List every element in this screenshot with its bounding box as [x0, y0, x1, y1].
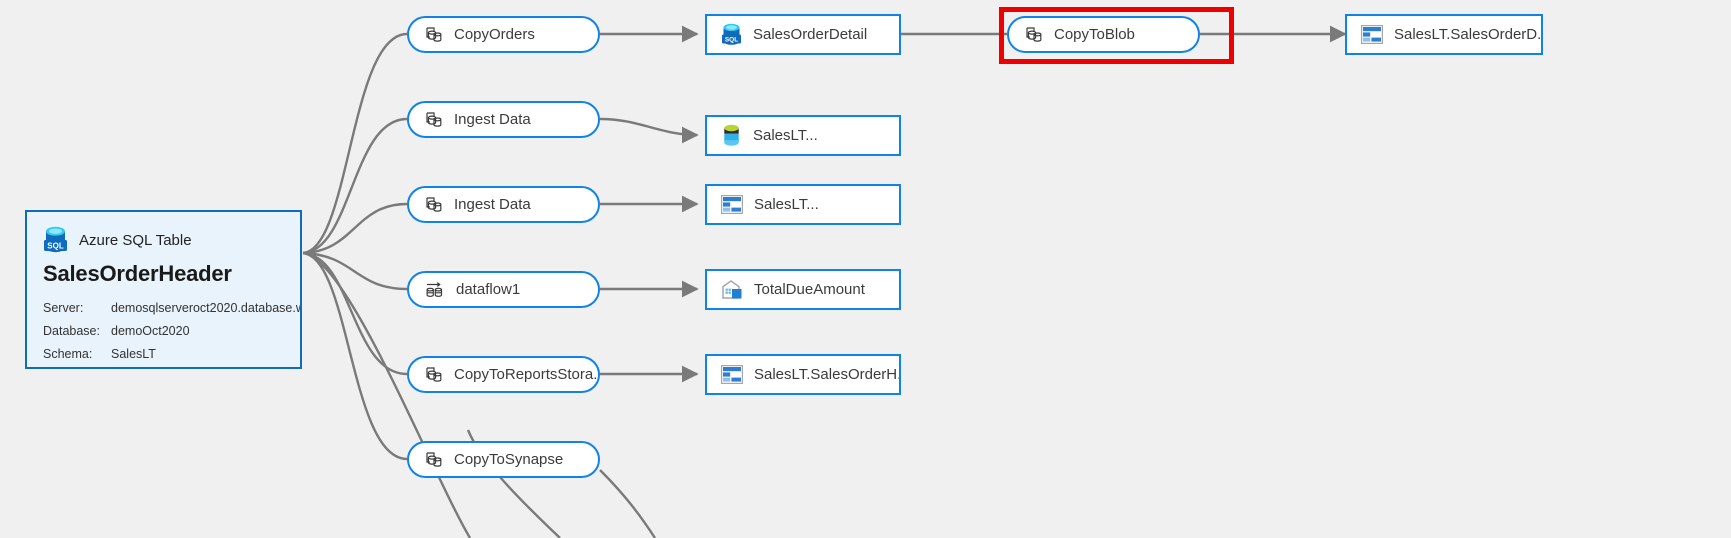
edge-source-dataflow1 — [302, 251, 408, 291]
dataset-node-saleslt-parquet[interactable]: SalesLT... — [705, 115, 901, 156]
copy-activity-icon — [424, 25, 444, 45]
edge-source-copytosynapse — [302, 251, 408, 461]
activity-label: Ingest Data — [454, 111, 531, 128]
activity-node-copytoreportsstorage[interactable]: CopyToReportsStora... — [407, 356, 600, 393]
svg-text:SQL: SQL — [47, 241, 64, 250]
activity-label: CopyToBlob — [1054, 26, 1135, 43]
activity-node-ingestdata1[interactable]: Ingest Data — [407, 101, 600, 138]
activity-node-ingestdata2[interactable]: Ingest Data — [407, 186, 600, 223]
activity-label: CopyToSynapse — [454, 451, 564, 468]
parquet-dataset-icon — [721, 124, 742, 147]
dataset-label: SalesLT.SalesOrderD... — [1394, 26, 1541, 43]
property-row-server: Server: demosqlserveroct2020.database.wi… — [43, 297, 300, 320]
dataset-label: SalesLT... — [753, 127, 818, 144]
activity-label: dataflow1 — [456, 281, 521, 298]
dataset-node-saleslt-delimited[interactable]: SalesLT... — [705, 184, 901, 225]
property-value: demoOct2020 — [111, 324, 190, 338]
entity-header: SQL Azure SQL Table — [27, 212, 300, 254]
property-value: demosqlserveroct2020.database.wir — [111, 301, 302, 315]
dataset-node-saleslt-salesorderd[interactable]: SalesLT.SalesOrderD... — [1345, 14, 1543, 55]
property-key: Database: — [43, 324, 100, 338]
entity-title: SalesOrderHeader — [43, 261, 232, 286]
source-entity-panel[interactable]: SQL Azure SQL Table SalesOrderHeader Ser… — [25, 210, 302, 369]
copy-activity-icon — [1024, 25, 1044, 45]
delimited-text-dataset-icon — [721, 365, 743, 384]
dataset-label: SalesLT... — [754, 196, 819, 213]
edge-source-ingestdata2 — [302, 202, 408, 255]
copy-activity-icon — [424, 195, 444, 215]
svg-text:SQL: SQL — [725, 37, 738, 44]
dataset-label: SalesLT.SalesOrderH... — [754, 366, 899, 383]
property-row-schema: Schema: SalesLT — [43, 343, 300, 366]
activity-label: CopyToReportsStora... — [454, 366, 598, 383]
delimited-text-dataset-icon — [721, 195, 743, 214]
property-key: Server: — [43, 301, 84, 315]
activity-node-copyorders[interactable]: CopyOrders — [407, 16, 600, 53]
activity-node-dataflow1[interactable]: dataflow1 — [407, 271, 600, 308]
dataset-node-saleslt-salesorderh[interactable]: SalesLT.SalesOrderH... — [705, 354, 901, 395]
property-row-database: Database: demoOct2020 — [43, 320, 300, 343]
copy-activity-icon — [424, 110, 444, 130]
delimited-text-dataset-icon — [1361, 25, 1383, 44]
azure-sql-database-icon: SQL — [43, 226, 68, 254]
synapse-dataset-icon — [721, 279, 743, 300]
edge-source-copytoreportsstorage — [302, 251, 408, 376]
copy-activity-icon — [424, 450, 444, 470]
dataset-label: TotalDueAmount — [754, 281, 865, 298]
activity-label: Ingest Data — [454, 196, 531, 213]
dataset-node-salesorderdetail[interactable]: SQL SalesOrderDetail — [705, 14, 901, 55]
activity-node-copytoblob[interactable]: CopyToBlob — [1007, 16, 1200, 53]
activity-label: CopyOrders — [454, 26, 535, 43]
property-key: Schema: — [43, 347, 93, 361]
edge-ingestdata1-saleslt-parquet — [599, 117, 699, 144]
azure-sql-dataset-icon: SQL — [721, 23, 742, 46]
edge-decoration-2 — [599, 469, 657, 538]
entity-properties: Server: demosqlserveroct2020.database.wi… — [27, 297, 300, 366]
entity-type-label: Azure SQL Table — [79, 231, 192, 249]
edge-source-copyorders — [302, 32, 408, 255]
edge-source-ingestdata1 — [302, 117, 408, 255]
copy-activity-icon — [424, 365, 444, 385]
highlight-annotation-copytoblob — [999, 7, 1234, 64]
dataflow-activity-icon — [424, 280, 446, 300]
property-value: SalesLT — [111, 347, 156, 361]
activity-node-copytosynapse[interactable]: CopyToSynapse — [407, 441, 600, 478]
dataset-label: SalesOrderDetail — [753, 26, 868, 43]
dataset-node-totaldueamount[interactable]: TotalDueAmount — [705, 269, 901, 310]
